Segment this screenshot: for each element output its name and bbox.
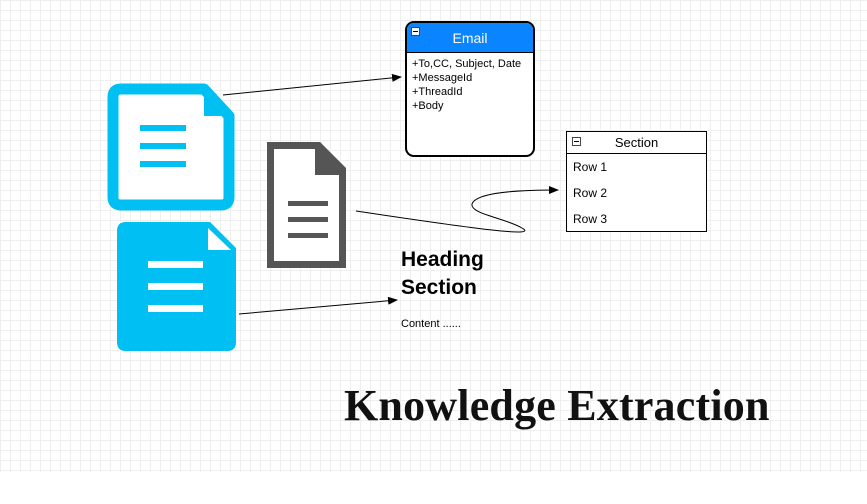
email-title: Email xyxy=(452,29,488,46)
email-field: +To,CC, Subject, Date xyxy=(412,58,522,70)
connector-filled-to-heading xyxy=(238,296,398,315)
document-gray-icon xyxy=(267,142,346,268)
collapse-icon[interactable] xyxy=(411,27,420,36)
document-outline-icon xyxy=(107,83,235,211)
heading-line: Section xyxy=(401,276,477,299)
section-row: Row 2 xyxy=(573,186,608,200)
diagram-caption: Knowledge Extraction xyxy=(344,381,770,430)
connector-outline-to-email xyxy=(222,73,402,96)
document-filled-icon xyxy=(117,222,236,351)
email-header: Email xyxy=(407,23,533,53)
email-field: +Body xyxy=(412,100,444,112)
section-header: Section xyxy=(567,132,706,154)
email-field: +MessageId xyxy=(412,72,473,84)
email-field: +ThreadId xyxy=(412,86,463,98)
collapse-icon[interactable] xyxy=(572,137,581,146)
heading-line: Heading xyxy=(401,248,484,271)
heading-block: Heading Section xyxy=(401,246,484,302)
section-row: Row 3 xyxy=(573,212,608,226)
section-title: Section xyxy=(614,135,659,150)
content-text: Content ...... xyxy=(401,318,461,330)
connector-gray-to-section xyxy=(355,186,559,233)
email-entity[interactable]: Email +To,CC, Subject, Date +MessageId +… xyxy=(405,21,535,157)
email-fields: +To,CC, Subject, Date +MessageId +Thread… xyxy=(407,53,533,113)
section-entity[interactable]: Section Row 1 Row 2 Row 3 xyxy=(566,131,707,232)
section-row: Row 1 xyxy=(573,160,608,174)
